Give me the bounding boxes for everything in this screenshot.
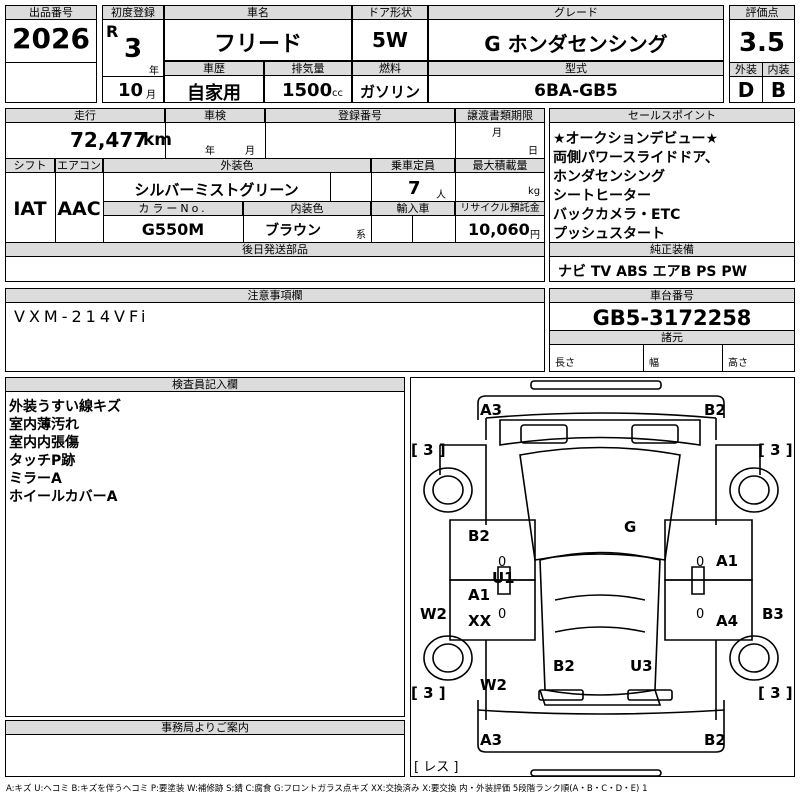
car-name-label: 車名 xyxy=(164,5,352,20)
sales-point-line: バックカメラ・ETC xyxy=(553,207,681,223)
sales-point-line: プッシュスタート xyxy=(553,226,665,242)
inspector-line: タッチP跡 xyxy=(9,453,76,469)
inspection-year: 年 xyxy=(205,146,215,157)
sales-point-line: 両側パワースライドドア、 xyxy=(553,150,719,166)
int-label: 内装 xyxy=(762,62,795,77)
ext-color-value: シルバーミストグリーン xyxy=(134,181,299,199)
length-label: 長さ xyxy=(555,358,575,369)
sales-point-line: ★オークションデビュー★ xyxy=(553,131,719,147)
load-unit: kg xyxy=(528,186,541,197)
sales-points-label: セールスポイント xyxy=(549,108,795,123)
history-label: 車歴 xyxy=(164,61,264,76)
chassis-label: 車台番号 xyxy=(549,288,795,303)
int-color-unit: 系 xyxy=(356,230,366,241)
inspector-label: 検査員記入欄 xyxy=(5,377,405,392)
later-parts-label: 後日発送部品 xyxy=(5,242,545,257)
recycle-unit: 円 xyxy=(530,230,540,241)
grade-label: グレード xyxy=(428,5,724,20)
inspector-line: 室内薄汚れ xyxy=(9,417,79,433)
first-reg-year: 3 xyxy=(124,34,143,64)
lot-number: 2026 xyxy=(12,22,90,55)
equipment-value: ナビ TV ABS エアB PS PW xyxy=(558,264,748,280)
color-no-value: G550M xyxy=(141,220,205,239)
notes-value: VXM-214VFi xyxy=(14,307,150,326)
inspector-line: 室内内張傷 xyxy=(9,435,79,451)
displacement-value: 1500 xyxy=(282,80,333,101)
ext-label: 外装 xyxy=(729,62,763,77)
inspector-line: ミラーA xyxy=(9,471,62,487)
era: R xyxy=(106,22,119,41)
inspection-month: 月 xyxy=(245,146,255,157)
height-label: 高さ xyxy=(728,358,748,369)
score-value: 3.5 xyxy=(738,28,786,58)
capacity-label: 乗車定員 xyxy=(371,158,455,173)
ac-value: AAC xyxy=(57,198,101,220)
load-label: 最大積載量 xyxy=(455,158,545,173)
first-reg-month: 10 xyxy=(118,80,144,101)
model-value: 6BA-GB5 xyxy=(534,81,618,101)
car-diagram-box xyxy=(410,377,795,777)
sales-point-line: ホンダセンシング xyxy=(553,169,665,185)
sales-point-line: シートヒーター xyxy=(553,188,651,204)
chassis-value: GB5-3172258 xyxy=(592,306,752,330)
width-label: 幅 xyxy=(649,358,659,369)
color-no-label: カラーNo. xyxy=(103,201,243,216)
mileage-value: 72,477 xyxy=(70,128,148,152)
month-unit: 月 xyxy=(146,90,156,101)
year-unit: 年 xyxy=(149,66,159,77)
legend-text: A:キズ U:ヘコミ B:キズを伴うヘコミ P:要塗装 W:補修跡 S:錆 C:… xyxy=(6,784,648,794)
int-value: B xyxy=(770,78,787,102)
notes-label: 注意事項欄 xyxy=(5,288,545,303)
inspection-label: 車検 xyxy=(165,108,265,123)
displacement-unit: cc xyxy=(332,88,343,99)
door-label: ドア形状 xyxy=(352,5,428,20)
car-name: フリード xyxy=(213,32,302,57)
shift-label: シフト xyxy=(5,158,55,173)
score-label: 評価点 xyxy=(729,5,795,20)
fuel-value: ガソリン xyxy=(359,83,420,101)
int-color-label: 内装色 xyxy=(243,201,371,216)
grade-value: G ホンダセンシング xyxy=(484,32,668,56)
capacity-value: 7 xyxy=(408,178,421,199)
recycle-label: リサイクル預託金 xyxy=(455,201,545,216)
ext-color-label: 外装色 xyxy=(103,158,371,173)
shift-value: IAT xyxy=(13,198,47,220)
first-reg-label: 初度登録 xyxy=(102,5,164,20)
ac-label: エアコン xyxy=(55,158,103,173)
door-value: 5W xyxy=(372,28,408,52)
transfer-label: 譲渡書類期限 xyxy=(455,108,545,123)
model-label: 型式 xyxy=(428,61,724,76)
transfer-day: 日 xyxy=(528,146,538,157)
mileage-label: 走行 xyxy=(5,108,165,123)
import-label: 輸入車 xyxy=(371,201,455,216)
office-label: 事務局よりご案内 xyxy=(5,720,405,735)
history-value: 自家用 xyxy=(187,83,241,104)
spec-label: 諸元 xyxy=(549,330,795,345)
ext-value: D xyxy=(737,78,755,102)
int-color-value: ブラウン xyxy=(265,223,321,239)
lot-label: 出品番号 xyxy=(5,5,97,20)
fuel-label: 燃料 xyxy=(352,61,428,76)
displacement-label: 排気量 xyxy=(264,61,352,76)
inspector-line: 外装うすい線キズ xyxy=(9,399,121,415)
transfer-month: 月 xyxy=(492,128,502,139)
inspector-line: ホイールカバーA xyxy=(9,489,118,505)
equipment-label: 純正装備 xyxy=(549,242,795,257)
regno-label: 登録番号 xyxy=(265,108,455,123)
recycle-value: 10,060 xyxy=(468,220,530,239)
capacity-unit: 人 xyxy=(436,190,446,201)
mileage-unit: km xyxy=(143,130,173,150)
